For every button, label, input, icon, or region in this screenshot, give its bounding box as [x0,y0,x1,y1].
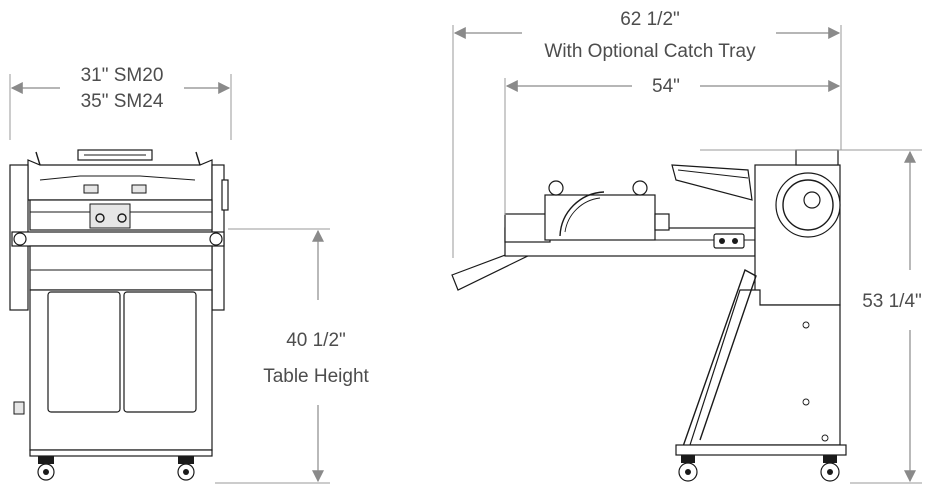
table-height-value: 40 1/2" [286,330,346,351]
overall-length-value: 62 1/2" [620,9,680,30]
side-view-machine [451,149,847,482]
base-length-dimension: 54" [504,76,841,215]
front-width-sm20-label: 31" SM20 [81,65,164,86]
overall-height-value: 53 1/4" [862,291,922,312]
front-width-dimension: 31" SM20 35" SM24 [9,65,232,140]
overall-height-dimension: 53 1/4" [700,149,922,484]
overall-length-dimension: 62 1/2" With Optional Catch Tray [452,9,842,258]
front-view-machine [9,149,229,481]
table-height-label: Table Height [263,366,369,387]
base-length-value: 54" [652,76,680,97]
table-height-dimension: 40 1/2" Table Height [215,228,370,484]
overall-length-label: With Optional Catch Tray [544,41,756,62]
front-width-sm24-label: 35" SM24 [81,91,164,112]
